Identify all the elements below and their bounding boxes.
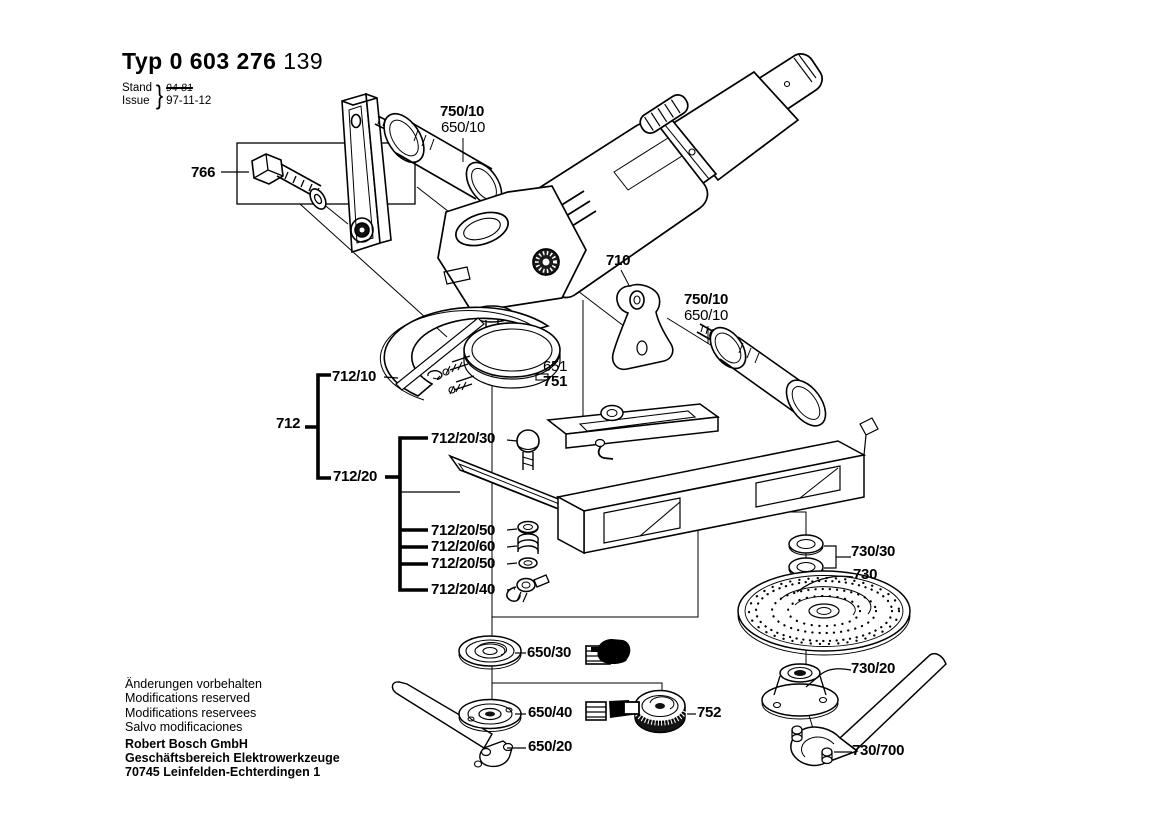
company-division: Geschäftsbereich Elektrowerkzeuge: [125, 751, 340, 766]
part-label-650-10-right: 650/10: [684, 307, 729, 324]
issue-block: Stand Issue } 94-81 97-11-12: [122, 80, 212, 110]
hand-package-icon: [585, 639, 631, 665]
legal-note: Salvo modificaciones: [125, 720, 243, 735]
issue-date: 97-11-12: [166, 95, 212, 107]
typ-label: Typ: [122, 48, 163, 74]
part-label-730-30: 730/30: [851, 543, 896, 560]
part-label-712-20: 712/20: [333, 468, 378, 485]
pin-wrench-left-drawing: [391, 681, 514, 768]
part-label-712-10: 712/10: [332, 368, 377, 385]
company-name: Robert Bosch GmbH: [125, 736, 248, 751]
type-number-line: Typ 0 603 276 139: [122, 48, 323, 75]
pin-wrench-right-drawing: [790, 652, 947, 767]
legal-note: Modifications reservees: [125, 705, 257, 720]
part-label-650-40: 650/40: [528, 704, 573, 721]
part-label-752: 752: [697, 704, 722, 721]
part-label-750-10-right: 750/10: [684, 291, 729, 308]
part-label-650-20: 650/20: [528, 738, 573, 755]
part-label-650-30: 650/30: [527, 644, 572, 661]
part-label-712-20-50b: 712/20/50: [431, 555, 496, 572]
mount-plate-drawing: [341, 92, 392, 254]
part-label-710: 710: [606, 252, 631, 269]
bracket-710-drawing: [611, 283, 674, 371]
superseded-date: 94-81: [165, 82, 194, 94]
part-label-730-20: 730/20: [851, 660, 896, 677]
legal-note: Änderungen vorbehalten: [125, 677, 262, 691]
sanding-disc-drawing: [737, 570, 911, 656]
legal-block: Änderungen vorbehalten Modifications res…: [125, 677, 340, 780]
wheel-guard-drawing: [379, 306, 561, 401]
part-label-730-700: 730/700: [852, 742, 905, 759]
company-address: 70745 Leinfelden-Echterdingen 1: [125, 765, 321, 780]
part-label-712: 712: [276, 415, 301, 432]
type-number-suffix: 139: [283, 48, 324, 74]
issue-label: Issue: [122, 95, 150, 107]
header: Typ 0 603 276 139: [122, 48, 323, 75]
disc-flange-drawing: [761, 663, 839, 720]
bolt-766-drawing: [236, 142, 416, 210]
legal-note: Modifications reserved: [125, 691, 251, 706]
part-label-712-20-30: 712/20/30: [431, 430, 496, 447]
side-handle-right-drawing: [696, 323, 827, 427]
part-label-712-20-60: 712/20/60: [431, 538, 496, 555]
grinder-body-drawing: [437, 53, 823, 352]
group-brackets: [305, 373, 428, 592]
part-label-730: 730: [853, 566, 878, 583]
part-label-751: 751: [543, 373, 568, 390]
brace-glyph: }: [155, 80, 164, 110]
part-label-712-20-40: 712/20/40: [431, 581, 496, 598]
hand-package-icon: [585, 700, 640, 721]
part-label-712-20-50a: 712/20/50: [431, 522, 496, 539]
part-label-650-10-top: 650/10: [441, 119, 486, 136]
stand-label: Stand: [122, 82, 153, 94]
stand-frame-drawing: [447, 403, 879, 603]
leader-lines: [221, 171, 854, 753]
side-handle-top-drawing: [374, 112, 503, 207]
part-label-750-10-top: 750/10: [440, 103, 485, 120]
part-label-651: 651: [543, 358, 568, 375]
part-label-766: 766: [191, 164, 216, 181]
type-number-main: 0 603 276: [169, 48, 277, 74]
spindle-flanges-drawing: [458, 635, 688, 734]
